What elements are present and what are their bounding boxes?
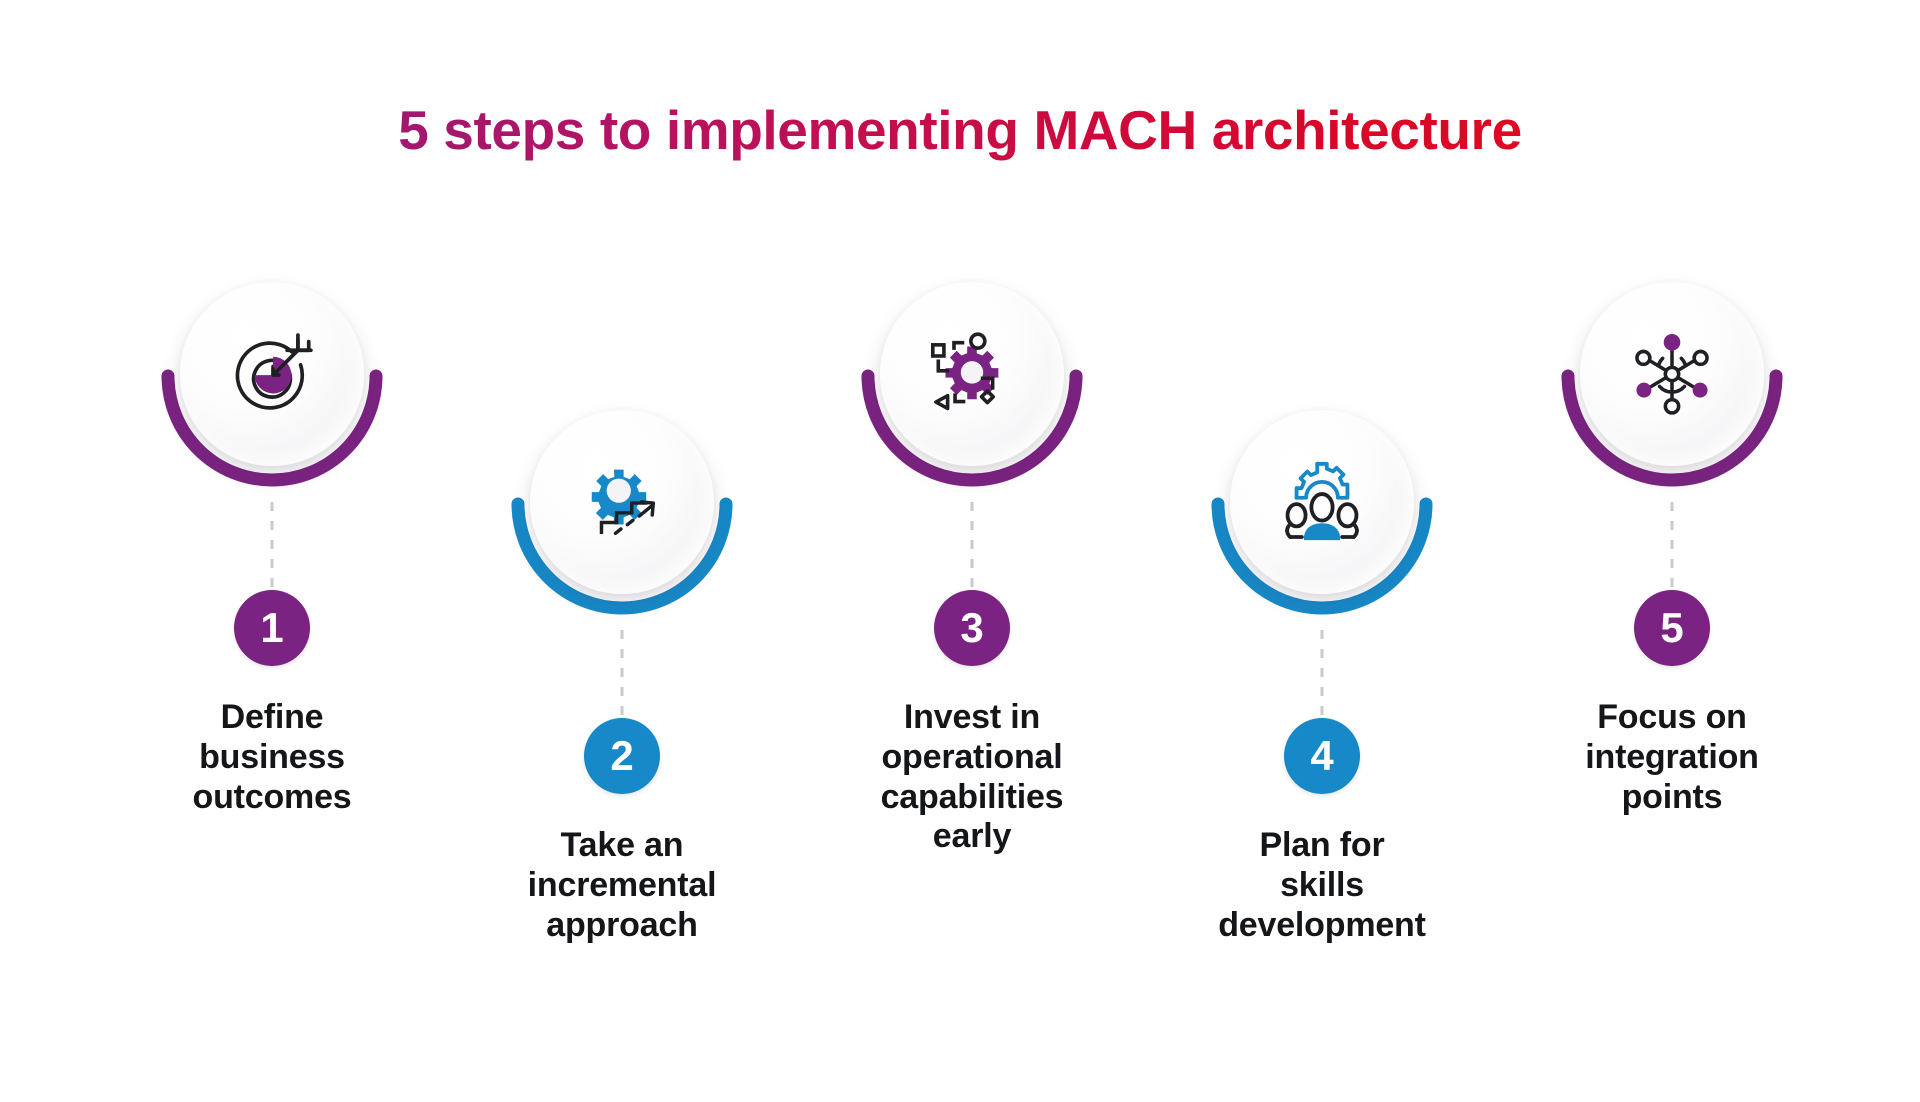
step-1-disc-wrap	[157, 272, 387, 502]
step-4-number: 4	[1310, 732, 1334, 779]
gear-modules-icon	[930, 332, 999, 411]
step-2-number: 2	[610, 732, 634, 779]
step-5-connector-dash	[1670, 502, 1674, 590]
step-4-icon-disc	[1230, 410, 1414, 594]
step-3-label: Invest in operational capabilities early	[880, 698, 1064, 856]
step-5-icon-disc	[1580, 282, 1764, 466]
step-2-disc-wrap	[507, 400, 737, 630]
step-2-connector-dash	[620, 630, 624, 718]
step-4-number-badge: 4	[1284, 718, 1360, 794]
step-2-number-badge: 2	[584, 718, 660, 794]
step-5-number-badge: 5	[1634, 590, 1710, 666]
step-1-connector	[270, 502, 274, 590]
step-4-connector	[1320, 630, 1324, 718]
step-5-disc-wrap	[1557, 272, 1787, 502]
team-skills-gear-icon	[1285, 461, 1359, 541]
step-4-disc-wrap	[1207, 400, 1437, 630]
step-5-label: Focus on integration points	[1585, 698, 1759, 816]
step-1-number: 1	[260, 604, 284, 651]
step-5-number: 5	[1660, 604, 1684, 651]
target-arrow-icon	[235, 333, 313, 410]
step-2-connector	[620, 630, 624, 718]
step-1-connector-dash	[270, 502, 274, 590]
step-4-connector-dash	[1320, 630, 1324, 718]
step-1-label: Define business outcomes	[192, 698, 352, 816]
step-3-connector-dash	[970, 502, 974, 590]
gear-growth-stairs-icon	[591, 469, 656, 536]
step-3-number: 3	[960, 604, 984, 651]
step-3-icon-disc	[880, 282, 1064, 466]
step-2-label: Take an incremental approach	[527, 826, 717, 944]
step-1-icon-disc	[180, 282, 364, 466]
step-3-connector	[970, 502, 974, 590]
step-1-number-badge: 1	[234, 590, 310, 666]
page-title: 5 steps to implementing MACH architectur…	[0, 98, 1920, 162]
step-5-connector	[1670, 502, 1674, 590]
network-nodes-icon	[1635, 333, 1709, 415]
step-4-label: Plan for skills development	[1218, 826, 1426, 944]
step-3-disc-wrap	[857, 272, 1087, 502]
step-2-icon-disc	[530, 410, 714, 594]
step-3-number-badge: 3	[934, 590, 1010, 666]
